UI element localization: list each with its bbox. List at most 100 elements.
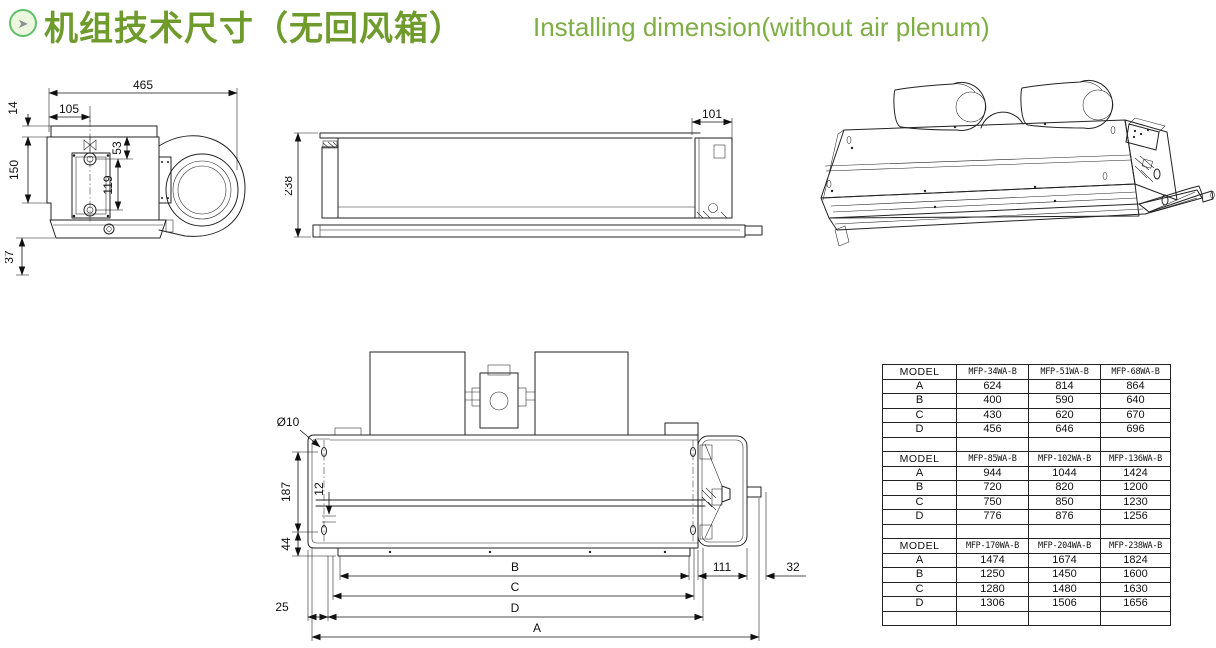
dim-d: D — [511, 601, 520, 615]
value-cell: 1630 — [1100, 581, 1171, 597]
side-view-outline — [46, 120, 246, 239]
empty-cell — [1028, 523, 1101, 539]
dim-label-cell: A — [882, 552, 957, 568]
table-spacer-row — [882, 523, 1171, 539]
valve-symbol — [83, 136, 97, 153]
value-cell: 696 — [1100, 422, 1171, 438]
empty-cell — [1100, 436, 1171, 452]
value-cell: 850 — [1028, 494, 1101, 510]
model-header-cell: MODEL — [882, 364, 957, 380]
plan-end-panel — [697, 435, 762, 547]
page-title-zh: 机组技术尺寸（无回风箱） — [44, 10, 464, 48]
value-cell: 1044 — [1028, 465, 1101, 481]
iso-right-end — [1124, 117, 1215, 213]
dim-label-cell: C — [882, 581, 957, 597]
value-cell: 1474 — [956, 552, 1029, 568]
value-cell: 624 — [956, 378, 1029, 394]
empty-cell — [882, 610, 957, 626]
iso-control-box — [1125, 117, 1166, 151]
dim-top-offset: 14 — [6, 101, 20, 115]
model-name-cell: MFP-170WA-B — [956, 538, 1029, 554]
dim-drain-depth: 37 — [5, 250, 16, 264]
value-cell: 456 — [956, 422, 1029, 438]
model-name-cell: MFP-85WA-B — [956, 451, 1029, 467]
value-cell: 670 — [1100, 407, 1171, 423]
dim-hole-span: 187 — [279, 482, 293, 502]
fan-scroll — [158, 135, 246, 237]
value-cell: 1480 — [1028, 581, 1101, 597]
plan-blowers — [334, 351, 699, 436]
value-cell: 1256 — [1100, 509, 1171, 525]
empty-cell — [1100, 610, 1171, 626]
value-cell: 1200 — [1100, 480, 1171, 496]
value-cell: 720 — [956, 480, 1029, 496]
value-cell: 400 — [956, 393, 1029, 409]
value-cell: 1674 — [1028, 552, 1101, 568]
empty-cell — [882, 523, 957, 539]
model-header-cell: MODEL — [882, 538, 957, 554]
dim-a: A — [533, 621, 541, 635]
value-cell: 776 — [956, 509, 1029, 525]
page-title-en: Installing dimension(without air plenum) — [533, 12, 990, 42]
dim-body-height: 150 — [7, 160, 21, 180]
value-cell: 1600 — [1100, 567, 1171, 583]
value-cell: 590 — [1028, 393, 1101, 409]
iso-coil-connections — [1134, 155, 1169, 206]
value-cell: 1250 — [956, 567, 1029, 583]
model-name-cell: MFP-51WA-B — [1028, 364, 1101, 380]
isometric-view-drawing — [820, 79, 1215, 247]
dim-label-cell: D — [882, 422, 957, 438]
value-cell: 876 — [1028, 509, 1101, 525]
dim-edge-offset: 44 — [279, 537, 293, 551]
model-name-cell: MFP-34WA-B — [956, 364, 1029, 380]
value-cell: 1280 — [956, 581, 1029, 597]
value-cell: 820 — [1028, 480, 1101, 496]
dim-label-cell: A — [882, 465, 957, 481]
dim-c: C — [511, 580, 520, 594]
plan-body — [307, 434, 762, 557]
value-cell: 646 — [1028, 422, 1101, 438]
dim-label-cell: C — [882, 494, 957, 510]
plan-view-drawing: Ø10 187 44 12 B C D — [275, 351, 806, 641]
dim-label-cell: B — [882, 567, 957, 583]
empty-cell — [1100, 523, 1171, 539]
value-cell: 1450 — [1028, 567, 1101, 583]
value-cell: 1306 — [956, 596, 1029, 612]
side-view-dimensions: 465 105 14 150 37 53 119 — [5, 78, 238, 276]
dim-height: 238 — [285, 176, 295, 196]
model-name-cell: MFP-204WA-B — [1028, 538, 1101, 554]
dim-label-cell: B — [882, 393, 957, 409]
dim-hole-dia: Ø10 — [277, 415, 300, 429]
value-cell: 814 — [1028, 378, 1101, 394]
front-view-dimensions: 238 101 — [285, 107, 733, 238]
empty-cell — [882, 436, 957, 452]
plan-dimensions: Ø10 187 44 12 B C D — [275, 415, 806, 641]
empty-cell — [956, 436, 1029, 452]
empty-cell — [1028, 610, 1101, 626]
table-spacer-row — [882, 610, 1171, 626]
value-cell: 620 — [1028, 407, 1101, 423]
empty-cell — [956, 610, 1029, 626]
dim-label-cell: D — [882, 509, 957, 525]
dim-end-panel: 111 — [713, 560, 732, 574]
drain-pan — [49, 219, 174, 239]
value-cell: 1230 — [1100, 494, 1171, 510]
empty-cell — [956, 523, 1029, 539]
front-view-drawing: 238 101 — [285, 107, 763, 238]
